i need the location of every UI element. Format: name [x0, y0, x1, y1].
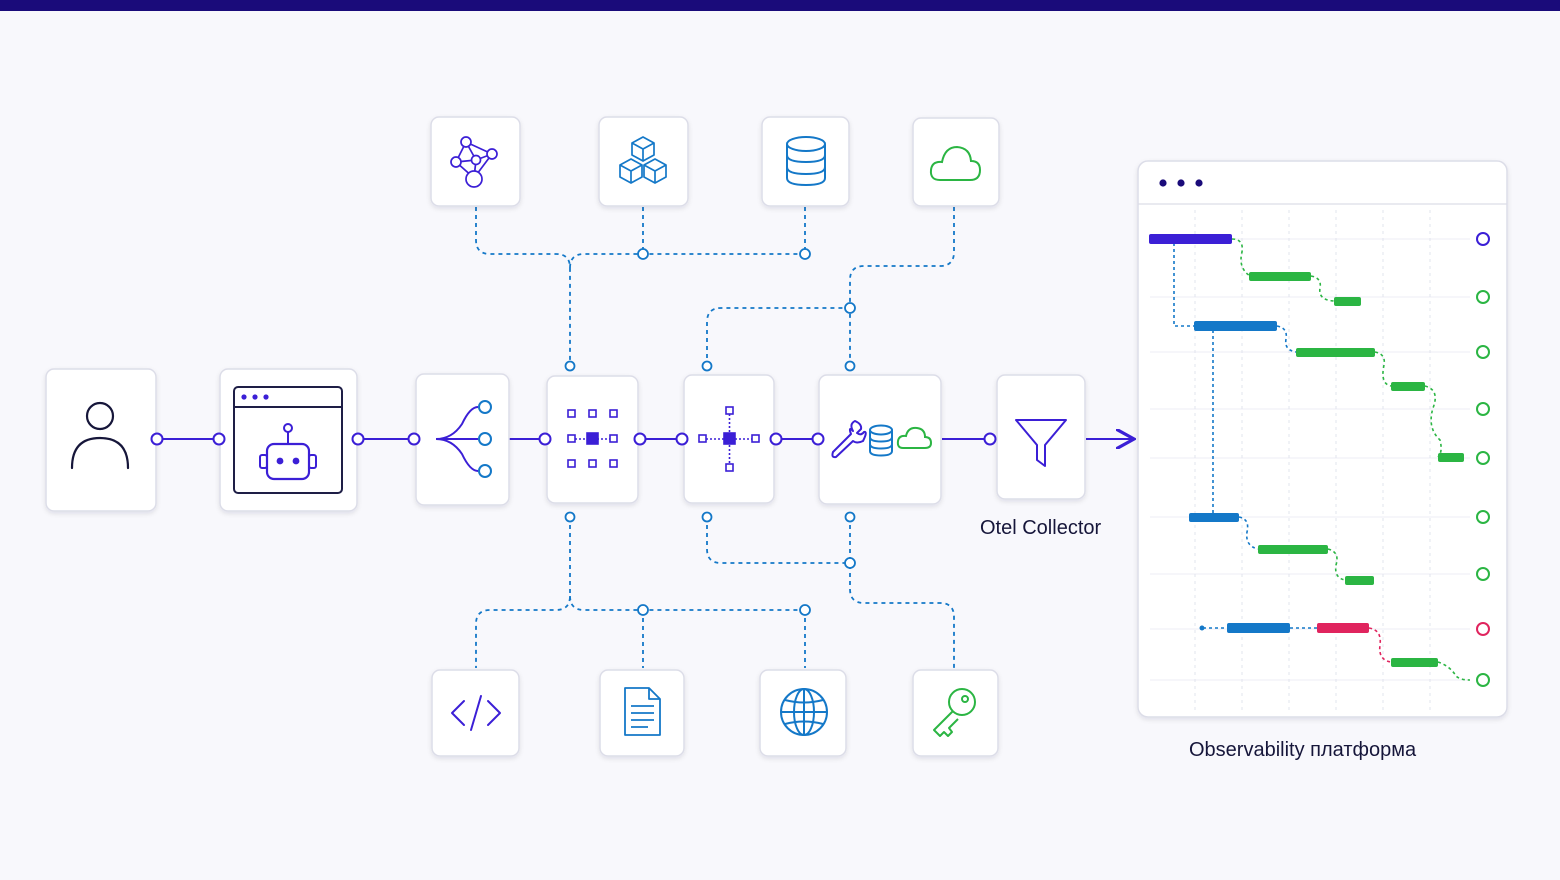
- status-marker: [1476, 345, 1490, 359]
- trace-span: [1391, 658, 1438, 667]
- node-agent: [219, 368, 358, 512]
- status-marker: [1476, 510, 1490, 524]
- trace-span: [1258, 545, 1328, 554]
- service-key: [912, 669, 999, 757]
- window-dot: [1159, 179, 1167, 187]
- junction-port: [799, 604, 811, 616]
- trace-span: [1249, 272, 1311, 281]
- junction-port: [844, 511, 856, 523]
- dashed-connectors: [475, 207, 955, 668]
- span-bars: [1149, 234, 1464, 667]
- status-marker: [1476, 402, 1490, 416]
- cloud-icon: [929, 145, 982, 181]
- connector-port: [633, 432, 647, 446]
- connector-port: [351, 432, 365, 446]
- service-code: [431, 669, 520, 757]
- network-graph-icon: [450, 136, 498, 188]
- span-start-dot: [1199, 625, 1205, 631]
- node-user: [45, 368, 157, 512]
- cubes-icon: [619, 136, 667, 184]
- status-marker: [1476, 232, 1490, 246]
- observability-panel: [1137, 160, 1508, 718]
- junction-port: [701, 511, 713, 523]
- junction-port: [637, 248, 649, 260]
- globe-icon: [780, 688, 828, 736]
- connector-port: [538, 432, 552, 446]
- connector-port: [212, 432, 226, 446]
- junction-port: [844, 557, 856, 569]
- pipeline-ports: [150, 432, 997, 446]
- node-tools: [818, 374, 942, 505]
- code-icon: [451, 695, 501, 731]
- service-database: [761, 116, 850, 207]
- trace-span: [1227, 623, 1290, 633]
- junction-port: [637, 604, 649, 616]
- connector-port: [769, 432, 783, 446]
- trace-span: [1194, 321, 1277, 331]
- junction-port: [844, 360, 856, 372]
- service-globe: [759, 669, 847, 757]
- junction-port: [844, 302, 856, 314]
- junction-port: [799, 248, 811, 260]
- service-document: [599, 669, 685, 757]
- robot-window-icon: [233, 386, 343, 494]
- database-icon: [869, 424, 893, 457]
- trace-span: [1438, 453, 1464, 462]
- filter-funnel-icon: [1015, 419, 1067, 467]
- junction-port: [564, 360, 576, 372]
- node-grid-hub: [546, 375, 639, 504]
- node-cross-hub: [683, 374, 775, 504]
- service-cubes: [598, 116, 689, 207]
- connector-port: [407, 432, 421, 446]
- trace-span: [1345, 576, 1374, 585]
- service-network: [430, 116, 521, 207]
- document-icon: [624, 687, 661, 736]
- fan-out-icon: [435, 400, 492, 478]
- user-icon: [70, 401, 130, 470]
- status-marker: [1476, 451, 1490, 465]
- collector-label: Otel Collector: [980, 517, 1102, 539]
- trace-span: [1296, 348, 1375, 357]
- connector-port: [675, 432, 689, 446]
- status-marker: [1476, 290, 1490, 304]
- node-cross-icon: [698, 406, 760, 472]
- window-dot: [1177, 179, 1185, 187]
- cloud-icon: [896, 426, 933, 449]
- node-router: [415, 373, 510, 506]
- trace-span: [1149, 234, 1232, 244]
- database-icon: [786, 136, 826, 187]
- trace-span: [1334, 297, 1361, 306]
- connector-port: [811, 432, 825, 446]
- trace-span: [1317, 623, 1369, 633]
- node-grid-icon: [567, 409, 618, 468]
- trace-span: [1391, 382, 1425, 391]
- status-marker: [1476, 567, 1490, 581]
- window-dot: [1195, 179, 1203, 187]
- service-cloud: [912, 117, 1000, 207]
- connector-port: [983, 432, 997, 446]
- node-collector: [996, 374, 1086, 500]
- junction-port: [701, 360, 713, 372]
- platform-label: Observability платформа: [1189, 739, 1417, 761]
- status-marker: [1476, 622, 1490, 636]
- status-markers: [1476, 232, 1490, 687]
- junction-port: [564, 511, 576, 523]
- trace-span: [1189, 513, 1239, 522]
- connector-port: [150, 432, 164, 446]
- dashed-ports: [564, 248, 856, 616]
- wrench-icon: [831, 420, 867, 459]
- top-accent-bar: [0, 0, 1560, 11]
- key-icon: [933, 688, 976, 737]
- span-links: [1173, 238, 1471, 681]
- status-marker: [1476, 673, 1490, 687]
